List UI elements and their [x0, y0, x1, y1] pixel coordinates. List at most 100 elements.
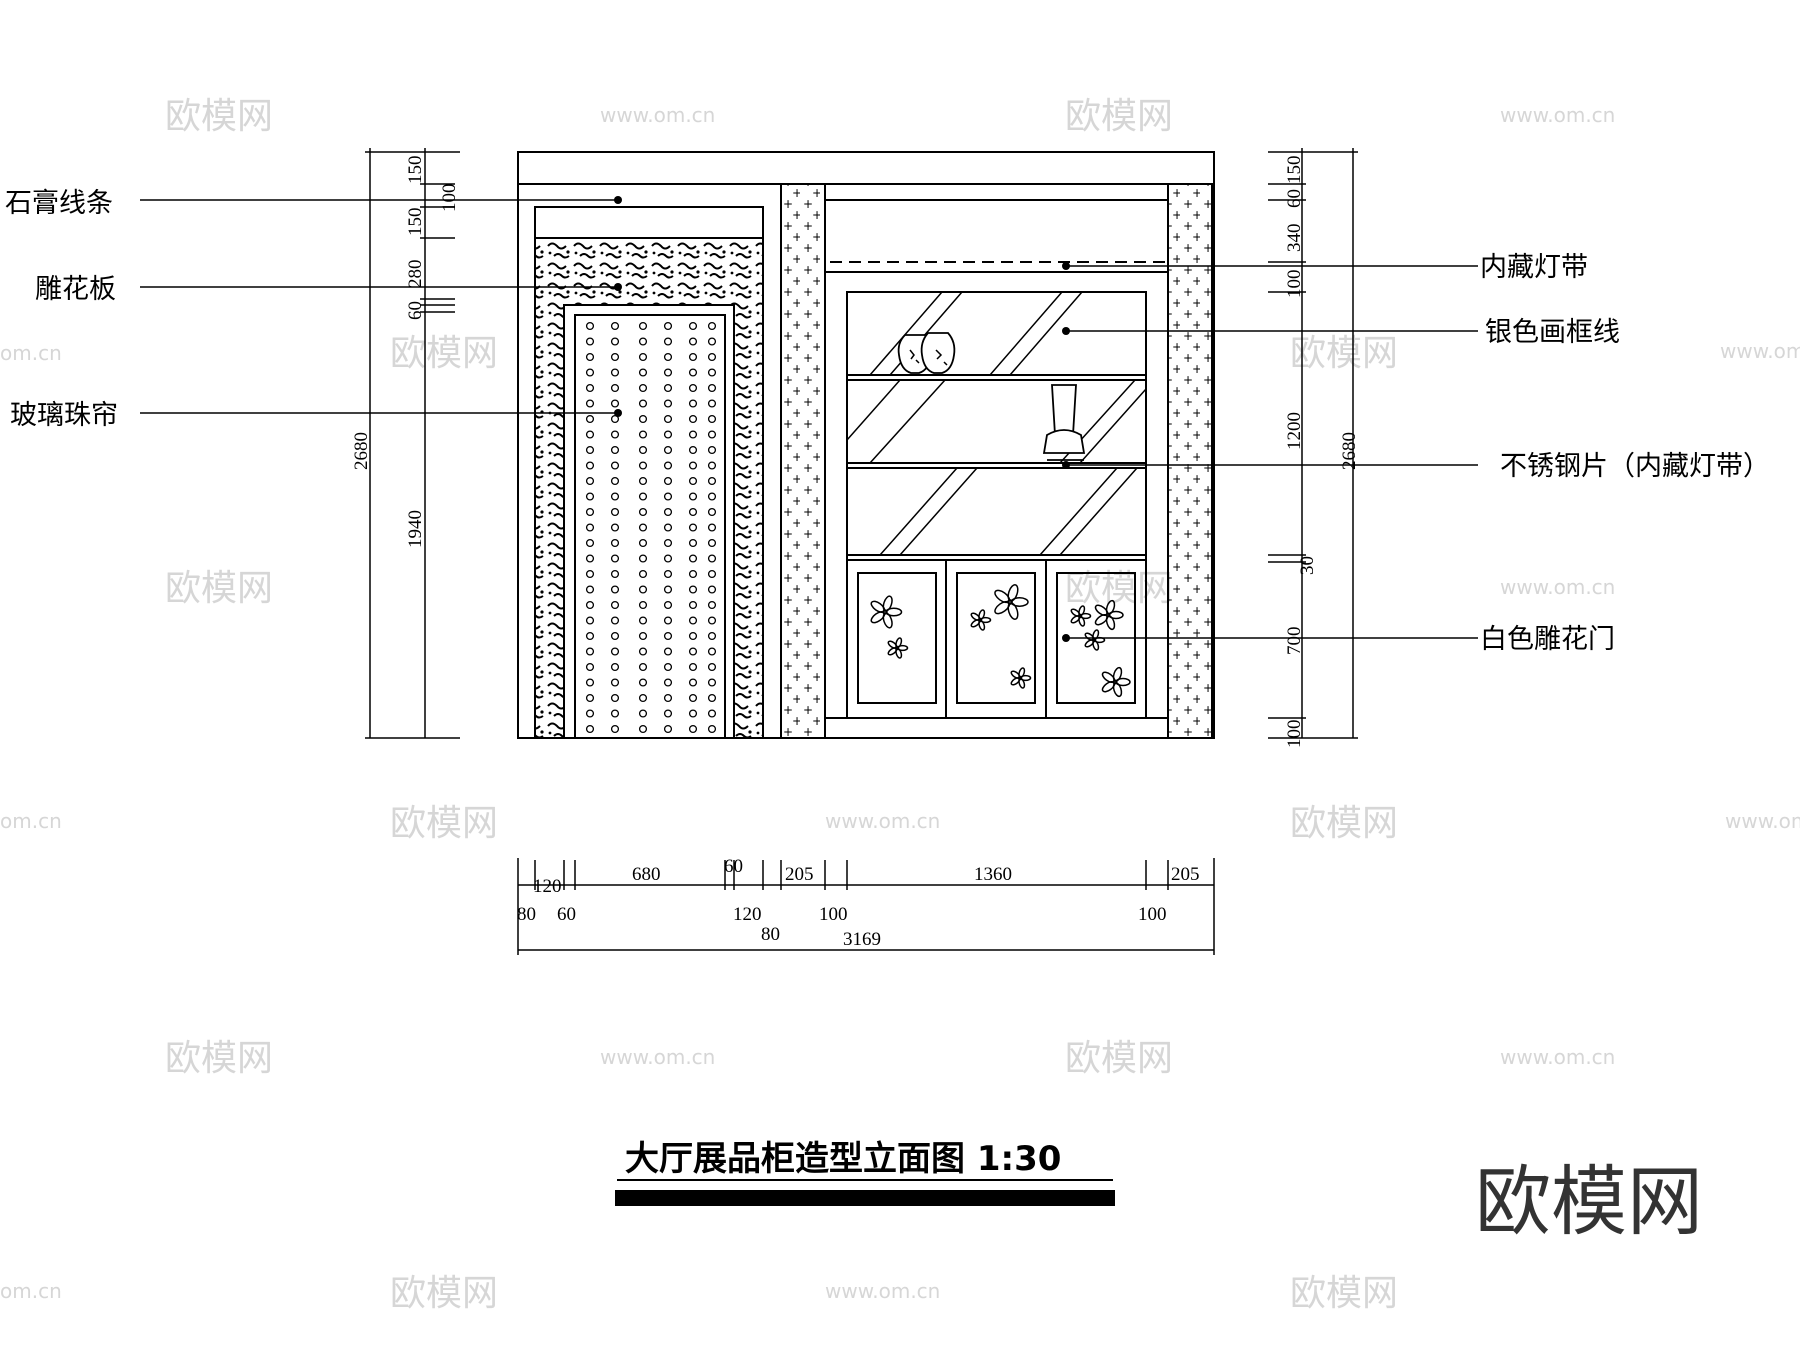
glass-bead: [707, 554, 717, 563]
glass-bead: [638, 352, 648, 362]
glass-bead: [688, 321, 698, 331]
glass-bead: [663, 337, 673, 346]
flower-motif: [1010, 667, 1032, 689]
label-silver-frame: 银色画框线: [1485, 317, 1620, 348]
glass-bead: [610, 724, 620, 734]
drawing-title-block: 大厅展品柜造型立面图 1:30: [615, 1139, 1115, 1206]
watermark: om.cn: [0, 341, 62, 365]
glass-bead: [610, 554, 620, 563]
watermark: www.om.cn: [825, 809, 940, 833]
glass-bead: [688, 647, 698, 656]
glass-bead: [663, 724, 673, 734]
glass-bead: [638, 492, 648, 501]
glass-bead: [663, 647, 673, 656]
white-carved-doors: [846, 559, 1147, 719]
watermark: 欧模网: [1065, 568, 1173, 609]
glass-bead: [707, 430, 717, 439]
glass-bead: [585, 538, 595, 548]
glass-bead-curtain: [585, 321, 717, 734]
dim-bottom-680: 680: [632, 864, 661, 885]
right-dimensions: [1268, 148, 1358, 739]
dim-bottom-80a: 80: [517, 904, 536, 925]
display-section: [824, 183, 1169, 719]
vase-decor: [897, 332, 956, 374]
watermark: 欧模网: [165, 96, 273, 137]
glass-bead: [688, 399, 698, 408]
watermark: 欧模网: [1290, 803, 1398, 844]
left-dimensions: [365, 148, 460, 739]
glass-bead: [610, 430, 620, 439]
glass-bead: [585, 647, 595, 656]
glass-bead: [610, 709, 620, 718]
glass-bead: [638, 554, 648, 563]
outer-frame: [517, 151, 1215, 739]
glass-bead: [638, 445, 648, 455]
glass-bead: [638, 430, 648, 439]
glass-bead: [663, 662, 673, 672]
glass-bead: [663, 492, 673, 501]
left-section: [534, 206, 764, 739]
glass-bead: [610, 538, 620, 548]
glass-bead: [638, 368, 648, 377]
glass-bead: [663, 569, 673, 579]
glass-bead: [707, 507, 717, 517]
glass-bead: [638, 709, 648, 718]
watermark: 欧模网: [390, 333, 498, 374]
glass-bead: [688, 569, 698, 579]
flower-carving: [870, 584, 1131, 698]
brand-logo: 欧模网: [1475, 1157, 1703, 1246]
glass-bead: [585, 569, 595, 579]
glass-bead: [610, 321, 620, 331]
watermark: 欧模网: [390, 1273, 498, 1314]
glass-bead: [610, 383, 620, 393]
glass-bead: [585, 492, 595, 501]
glass-bead: [663, 352, 673, 362]
glass-bead: [638, 538, 648, 548]
glass-bead: [663, 321, 673, 331]
glass-bead: [638, 585, 648, 594]
glass-bead: [688, 538, 698, 548]
glass-bead: [638, 569, 648, 579]
glass-bead: [638, 383, 648, 393]
glass-bead: [707, 399, 717, 408]
watermark: www.om.cn: [825, 1279, 940, 1303]
glass-bead: [707, 368, 717, 377]
glass-bead: [663, 414, 673, 424]
flower-motif: [870, 595, 903, 629]
label-carved-panel: 雕花板: [35, 274, 116, 305]
glass-bead: [707, 383, 717, 393]
left-pillar: [780, 183, 826, 739]
leader-lines: [140, 199, 1478, 639]
glass-bead: [610, 662, 620, 672]
glass-bead: [688, 600, 698, 610]
right-pillar: [1167, 183, 1213, 739]
glass-bead: [638, 647, 648, 656]
glass-bead: [688, 631, 698, 641]
watermark: om.cn: [0, 809, 62, 833]
glass-bead: [585, 631, 595, 641]
watermark: 欧模网: [390, 803, 498, 844]
glass-bead: [663, 600, 673, 610]
dim-left-100: 100: [439, 184, 460, 213]
glass-bead: [610, 647, 620, 656]
glass-bead: [610, 445, 620, 455]
glass-bead: [610, 368, 620, 377]
glass-bead: [610, 693, 620, 703]
glass-bead: [688, 507, 698, 517]
glass-bead: [610, 492, 620, 501]
glass-bead: [610, 678, 620, 687]
glass-bead: [707, 693, 717, 703]
flower-motif: [1070, 605, 1092, 627]
flower-motif: [887, 637, 909, 659]
watermark: www.om.cn: [1500, 103, 1615, 127]
glass-bead: [707, 647, 717, 656]
glass-bead: [688, 523, 698, 532]
glass-bead: [688, 492, 698, 501]
left-dimension-texts: 2680 150 100 150 280 60 1940: [351, 156, 460, 549]
glass-bead: [663, 678, 673, 687]
glass-bead: [688, 693, 698, 703]
label-bead-curtain: 玻璃珠帘: [10, 400, 118, 431]
glass-bead: [707, 569, 717, 579]
glass-bead: [610, 352, 620, 362]
